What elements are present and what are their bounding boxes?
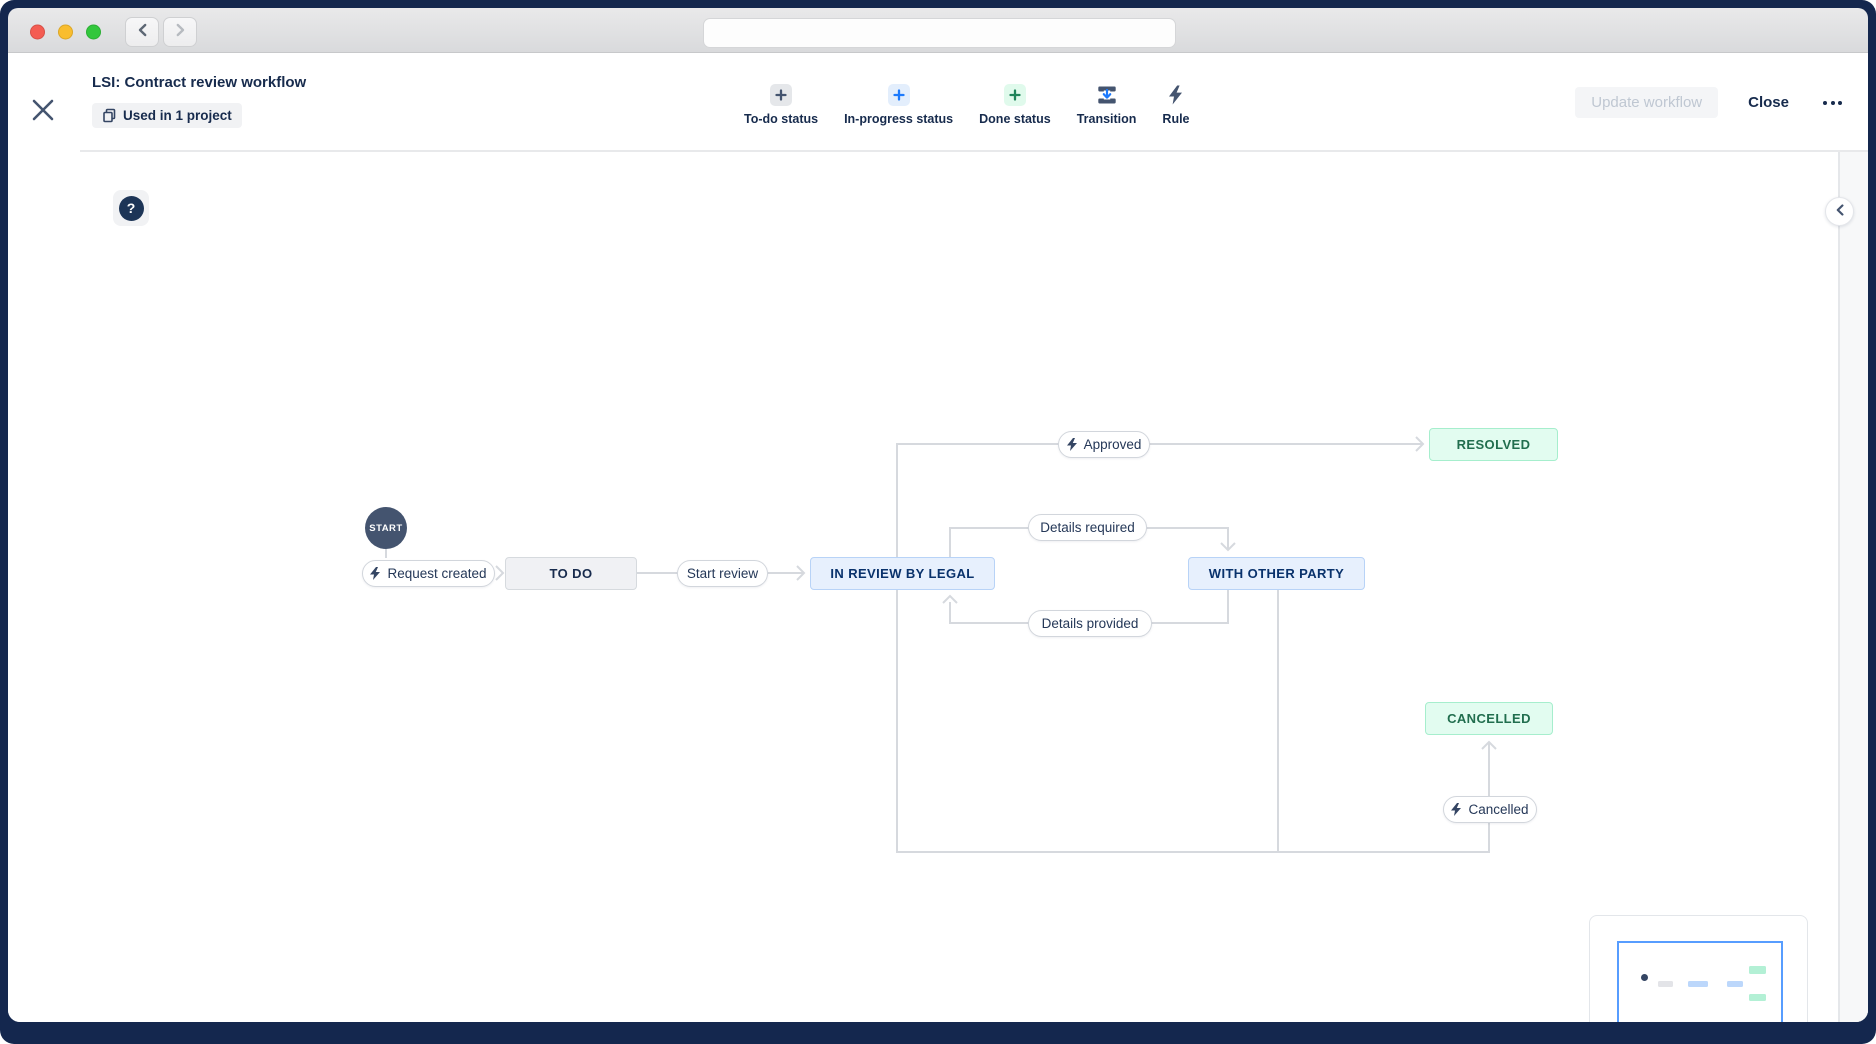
close-window-button[interactable] (30, 24, 45, 40)
right-panel-collapsed (1838, 152, 1868, 1022)
expand-panel-button[interactable] (1825, 197, 1854, 226)
close-editor-button[interactable] (30, 97, 56, 123)
minimap-status-with-other-party (1727, 981, 1743, 987)
transition-label: Request created (387, 566, 487, 581)
editor-toolbar: To-do status In-progress status Done sta… (744, 84, 1190, 126)
lightning-icon (370, 567, 381, 580)
minimap-status-resolved (1749, 966, 1766, 974)
workflow-editor-header: LSI: Contract review workflow Used in 1 … (8, 53, 1868, 152)
transition-details-provided[interactable]: Details provided (1028, 610, 1152, 637)
more-options-icon[interactable] (1819, 97, 1846, 109)
toolbar-label: In-progress status (844, 112, 954, 126)
toolbar-label: Done status (979, 112, 1051, 126)
toolbar-rule[interactable]: Rule (1162, 84, 1190, 126)
transition-label: Details required (1040, 520, 1135, 535)
toolbar-inprogress-status[interactable]: In-progress status (844, 84, 953, 126)
header-actions: Update workflow Close (1575, 87, 1846, 118)
lightning-icon (1451, 803, 1462, 816)
plus-gray-icon (770, 84, 793, 106)
status-resolved[interactable]: RESOLVED (1429, 428, 1558, 461)
close-button[interactable]: Close (1742, 93, 1795, 112)
minimap-status-cancelled (1749, 994, 1766, 1001)
lightning-icon (1066, 438, 1077, 451)
transition-icon (1096, 84, 1118, 106)
transition-request-created[interactable]: Request created (362, 560, 495, 587)
transition-start-review[interactable]: Start review (677, 560, 768, 587)
plus-blue-icon (887, 84, 910, 106)
minimap-status-in-review (1688, 981, 1708, 987)
plus-green-icon (1003, 84, 1026, 106)
rule-lightning-icon (1165, 84, 1187, 106)
toolbar-transition[interactable]: Transition (1076, 84, 1137, 126)
transition-details-required[interactable]: Details required (1028, 514, 1147, 541)
zoom-window-button[interactable] (86, 24, 101, 40)
used-in-projects-badge: Used in 1 project (92, 103, 242, 128)
app-window: LSI: Contract review workflow Used in 1 … (8, 53, 1868, 1022)
badge-label: Used in 1 project (123, 108, 232, 123)
status-cancelled[interactable]: CANCELLED (1425, 702, 1553, 735)
transition-cancelled[interactable]: Cancelled (1443, 796, 1537, 823)
update-workflow-button[interactable]: Update workflow (1575, 87, 1719, 118)
minimap (1589, 915, 1808, 1022)
header-divider (80, 150, 1868, 152)
back-button[interactable] (125, 17, 159, 47)
status-todo[interactable]: TO DO (505, 557, 637, 590)
question-icon: ? (118, 195, 144, 221)
status-with-other-party[interactable]: WITH OTHER PARTY (1188, 557, 1365, 590)
chevron-left-icon (137, 23, 148, 42)
page-title: LSI: Contract review workflow (92, 74, 307, 91)
connector-lines (385, 436, 1497, 853)
minimize-window-button[interactable] (58, 24, 73, 40)
transition-label: Details provided (1041, 616, 1139, 631)
chevron-right-icon (175, 23, 186, 42)
toolbar-todo-status[interactable]: To-do status (744, 84, 818, 126)
help-button[interactable]: ? (113, 190, 149, 226)
titlebar (8, 8, 1868, 53)
transition-label: Cancelled (1468, 802, 1529, 817)
toolbar-label: To-do status (744, 112, 819, 126)
status-in-review-by-legal[interactable]: IN REVIEW BY LEGAL (810, 557, 995, 590)
transition-label: Approved (1083, 437, 1142, 452)
workflow-canvas[interactable]: START TO DO IN REVIEW BY LEGAL WITH OTHE… (8, 152, 1868, 1022)
toolbar-label: Rule (1162, 112, 1190, 126)
transition-label: Start review (686, 566, 759, 581)
minimap-viewport[interactable] (1617, 941, 1783, 1022)
forward-button[interactable] (163, 17, 197, 47)
minimap-start-node (1641, 974, 1648, 981)
minimap-status-todo (1658, 981, 1673, 987)
chevron-left-icon (1836, 203, 1844, 221)
transition-approved[interactable]: Approved (1058, 431, 1150, 458)
toolbar-done-status[interactable]: Done status (979, 84, 1051, 126)
address-bar[interactable] (703, 18, 1176, 48)
toolbar-label: Transition (1076, 112, 1137, 126)
copy-pages-icon (102, 108, 117, 123)
start-node[interactable]: START (365, 507, 407, 549)
